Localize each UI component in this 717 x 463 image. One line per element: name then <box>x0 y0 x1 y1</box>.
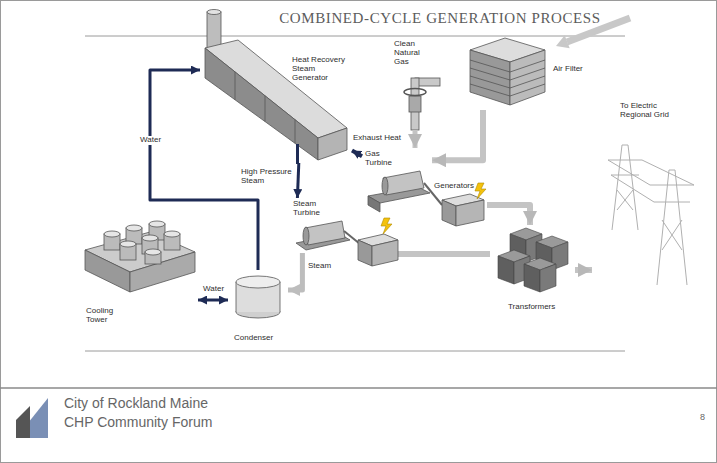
flow-connector <box>413 130 418 148</box>
air-filter: Air Filter <box>465 35 585 110</box>
flow-connector <box>487 205 530 225</box>
generator: Generators <box>432 182 487 232</box>
logo <box>16 398 48 438</box>
flow-connector <box>575 267 592 273</box>
equipment-label: Cooling Tower <box>86 307 124 325</box>
equipment-label: Air Filter <box>553 65 583 74</box>
pylon-figure <box>608 145 694 285</box>
power-grid: To Electric Regional Grid <box>592 100 702 290</box>
generator-figure <box>358 218 398 266</box>
equipment-label: Condenser <box>234 334 273 343</box>
flow-label: Steam <box>307 262 332 271</box>
gas-turbine-figure <box>368 171 430 212</box>
footer-rule <box>0 387 717 389</box>
gas-valve-figure <box>404 78 440 130</box>
cooling-tower: Cooling Tower <box>80 215 198 330</box>
flow-label: Water <box>202 285 225 294</box>
equipment-label: Transformers <box>508 303 555 312</box>
flow-label-slot: Water <box>202 285 225 294</box>
title-rule <box>85 36 625 37</box>
flow-label: Water <box>139 136 162 145</box>
flow-label-slot: High Pressure Steam <box>240 168 296 186</box>
gas-valve: Clean Natural Gas <box>390 40 440 130</box>
equipment-label: Clean Natural Gas <box>394 40 428 67</box>
hrsg-unit: Heat Recovery Steam Generator <box>200 38 352 163</box>
air-filter-figure <box>470 38 545 105</box>
page-number: 8 <box>700 412 705 423</box>
content-rule <box>85 351 625 352</box>
power-band <box>396 251 490 257</box>
label-slot: 8 <box>700 412 705 423</box>
condenser: Condenser <box>228 270 288 348</box>
condenser-figure <box>236 276 280 318</box>
equipment-label: To Electric Regional Grid <box>620 102 678 120</box>
footer-organization: City of Rockland Maine <box>64 395 208 412</box>
flow-connector <box>352 151 362 157</box>
flow-label: High Pressure Steam <box>240 168 296 186</box>
flow-connector <box>288 253 302 290</box>
flow-label: Exhaust Heat <box>352 134 402 143</box>
steam-turbine: Steam Turbine <box>290 198 352 253</box>
footer-event: CHP Community Forum <box>64 414 212 431</box>
transformer-figure <box>498 228 568 292</box>
flow-label-slot: Exhaust Heat <box>352 134 402 143</box>
equipment-label: Heat Recovery Steam Generator <box>292 56 350 83</box>
flow-connector <box>297 163 298 198</box>
label-slot: City of Rockland Maine <box>64 395 208 412</box>
equipment-label: Steam Turbine <box>293 200 327 218</box>
cooling-tower-figure <box>85 221 195 292</box>
flow-connector <box>198 299 228 302</box>
title-slot: COMBINED-CYCLE GENERATION PROCESS <box>150 9 717 27</box>
gas-turbine: Gas Turbine <box>362 148 432 216</box>
flow-label-slot: Water <box>139 136 162 145</box>
hrsg-figure <box>205 10 347 161</box>
label-slot: CHP Community Forum <box>64 414 212 431</box>
flow-connector <box>432 110 483 160</box>
steam-turbine-figure <box>296 221 350 250</box>
equipment-label: Gas Turbine <box>365 150 399 168</box>
equipment-label: Generators <box>434 182 474 191</box>
steam-stub <box>296 144 299 164</box>
transformer-bank: Transformers <box>490 225 575 318</box>
flow-label-slot: Steam <box>307 262 332 271</box>
slide-title: COMBINED-CYCLE GENERATION PROCESS <box>279 9 600 27</box>
